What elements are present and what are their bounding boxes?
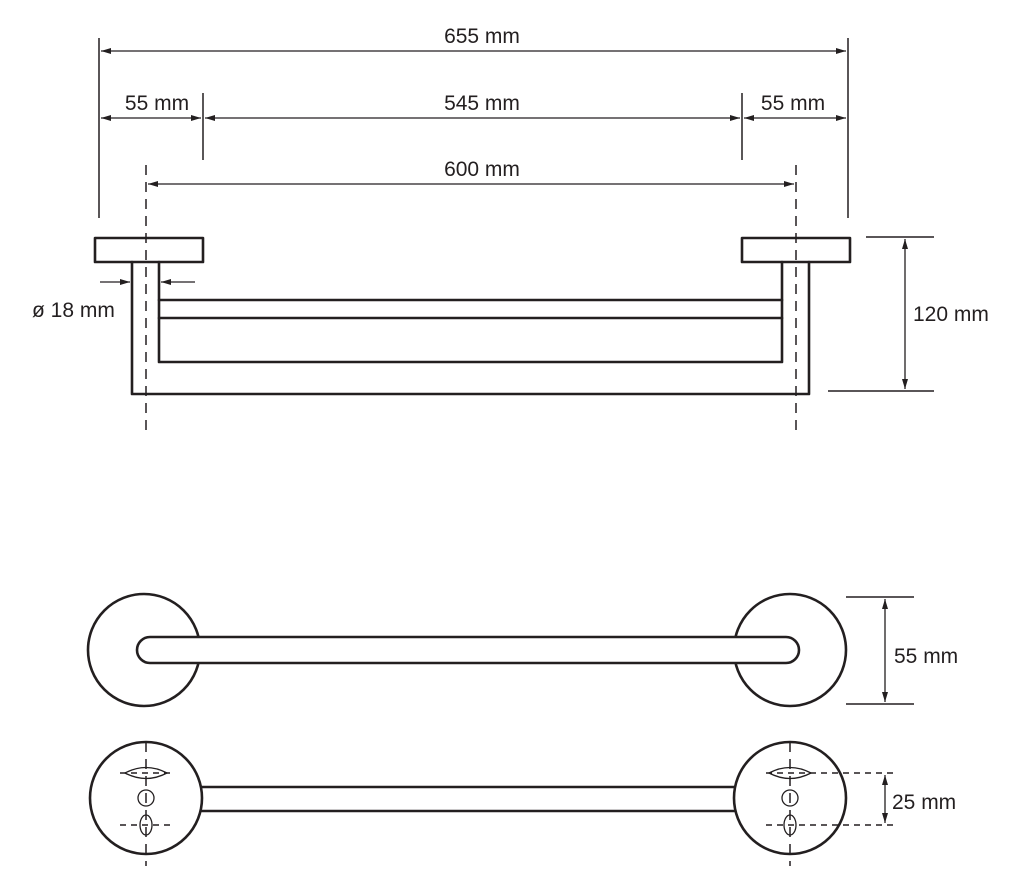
front-view: 655 mm 55 mm 545 mm 55 mm 600 mm ø 18 mm…: [32, 25, 989, 436]
overall-width-label: 655 mm: [444, 25, 520, 48]
projection-label: 120 mm: [913, 303, 989, 326]
towel-bar-inner-outline: [157, 260, 784, 364]
left-mounting-holes: [120, 742, 174, 866]
hole-spacing-label: 25 mm: [892, 791, 956, 814]
left-lower-slot: [139, 814, 153, 836]
right-keyhole-slot: [767, 766, 813, 780]
right-mounting-holes: [766, 742, 896, 866]
tube-diameter-label: ø 18 mm: [32, 299, 115, 322]
rosette-diameter-label: 55 mm: [894, 645, 958, 668]
right-fixing-hole: [781, 789, 799, 807]
right-lower-slot: [783, 814, 797, 836]
left-keyhole-slot: [123, 766, 169, 780]
towel-bar-outer-outline: [130, 260, 811, 396]
center-distance-label: 600 mm: [444, 158, 520, 181]
top-view: 55 mm: [86, 592, 958, 708]
bar-length-label: 545 mm: [444, 92, 520, 115]
right-margin-label: 55 mm: [761, 92, 825, 115]
left-fixing-hole: [137, 789, 155, 807]
towel-bar-top: [135, 635, 801, 665]
left-margin-label: 55 mm: [125, 92, 189, 115]
left-wall-plate: [93, 236, 205, 264]
back-view: 25 mm: [88, 740, 956, 866]
